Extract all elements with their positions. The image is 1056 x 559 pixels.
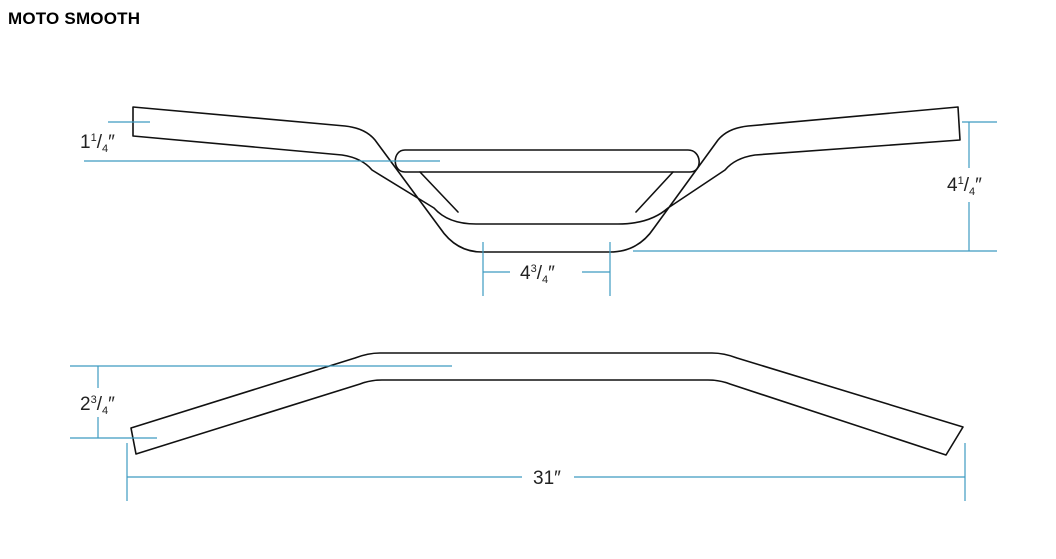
pullback-label: 23/4″ (80, 394, 115, 417)
side-view: 23/4″ 31″ (70, 352, 966, 501)
front-view: 11/4″ 43/4″ 41/4″ (80, 106, 997, 296)
front-bar-outline (132, 106, 961, 253)
side-bar-outline (130, 352, 964, 456)
center-width-label: 43/4″ (520, 263, 555, 286)
page-title: MOTO SMOOTH (8, 9, 141, 28)
overall-width-label: 31″ (533, 468, 561, 489)
rise-label: 41/4″ (947, 175, 982, 198)
center-inner-line-right (635, 171, 674, 213)
grip-diameter-label: 11/4″ (80, 132, 115, 155)
crossbar-outline (394, 149, 700, 173)
center-inner-line (419, 171, 459, 213)
